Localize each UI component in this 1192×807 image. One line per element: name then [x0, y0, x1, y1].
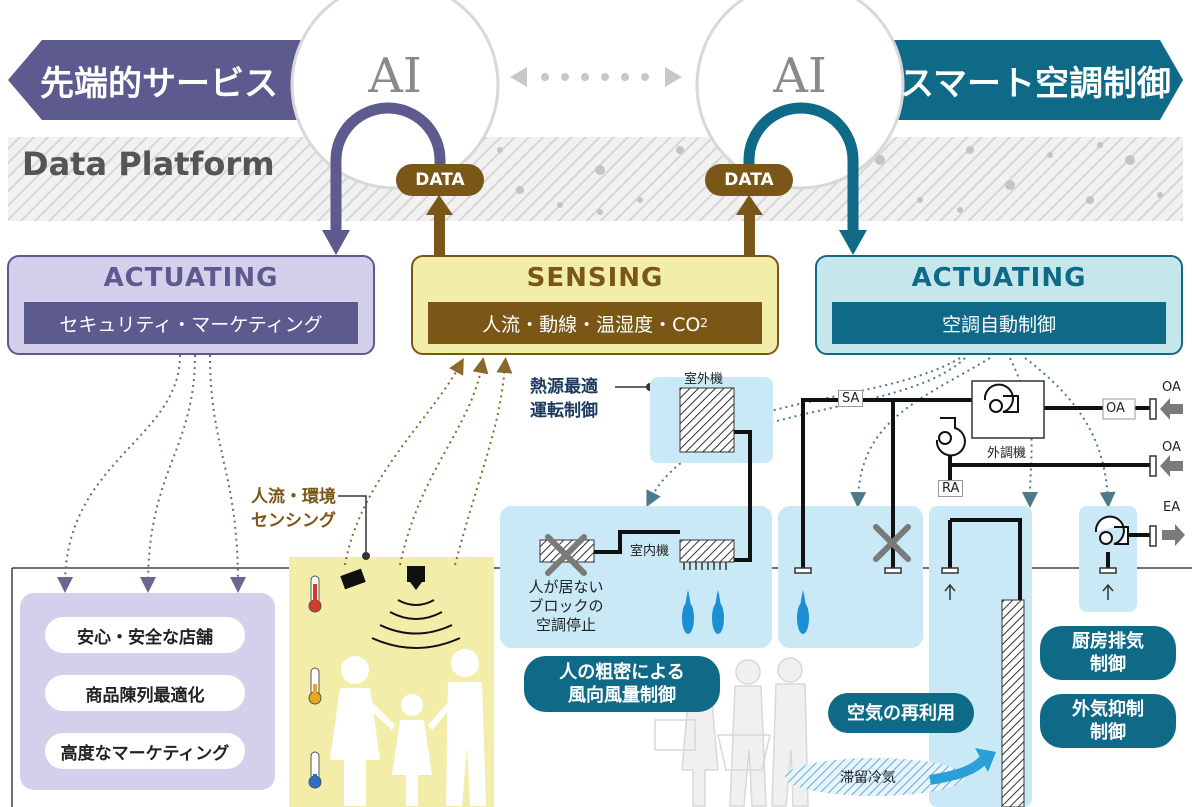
ea-label: EA	[1163, 500, 1181, 515]
ai-link-arrow	[510, 67, 682, 87]
sensing-subtitle-main: 人流・動線・温湿度・CO	[482, 313, 701, 336]
left-banner: 先端的サービス	[40, 40, 278, 120]
stop-text-line: ブロックの	[528, 597, 604, 615]
return-arrow-icon	[944, 583, 1114, 600]
airflow-control-label: 人の粗密による 風向風量制御	[524, 656, 720, 712]
family-silhouette	[330, 649, 486, 806]
teal-arc-arrow	[743, 102, 859, 232]
camera-icon	[340, 566, 425, 590]
stagnant-air-label: 滞留冷気	[840, 770, 896, 786]
fan-icon	[1094, 515, 1129, 545]
service-item: 高度なマーケティング	[45, 733, 245, 769]
ra-label: RA	[938, 480, 964, 497]
stop-x-icon	[545, 534, 587, 576]
service-item: 安心・安全な店舗	[45, 617, 245, 653]
data-platform-title: Data Platform	[22, 145, 275, 183]
right-banner-label: スマート空調制御	[900, 63, 1171, 104]
brown-up-arrow-right	[736, 195, 763, 215]
external-unit-label: 外調機	[987, 446, 1027, 461]
left-banner-label: 先端的サービス	[40, 63, 278, 104]
thermometer-icon	[308, 667, 322, 705]
heat-source-label: 熱源最適 運転制御	[530, 375, 598, 423]
airflow-control-line: 風向風量制御	[568, 685, 676, 706]
brown-up-arrow-left	[426, 195, 453, 215]
service-item: 商品陳列最適化	[45, 675, 245, 711]
sensing-title: SENSING	[526, 263, 664, 293]
stop-text-line: 空調停止	[535, 616, 596, 634]
oa-label-top: OA	[1162, 380, 1181, 395]
heat-source-line: 熱源最適	[530, 377, 598, 397]
left-banner-shape	[8, 40, 340, 120]
thermometer-icon	[308, 751, 322, 789]
sensing-label-line: センシング	[251, 511, 336, 531]
stop-text-line: 人が居ない	[528, 578, 604, 596]
kitchen-exhaust-line: 厨房排気	[1072, 631, 1144, 652]
heat-source-line: 運転制御	[530, 401, 598, 421]
reuse-air-label: 空気の再利用	[828, 693, 974, 733]
sensing-subtitle-sub: 2	[700, 316, 708, 330]
data-label-right: DATA	[705, 164, 793, 196]
kitchen-exhaust-line: 制御	[1090, 654, 1126, 675]
actuating-security-box: ACTUATING セキュリティ・マーケティング	[7, 255, 375, 355]
actuating-hvac-title: ACTUATING	[911, 263, 1087, 293]
actuating-title: ACTUATING	[103, 263, 279, 293]
right-banner: スマート空調制御	[900, 40, 1171, 120]
purple-arc-arrow	[330, 102, 446, 232]
outdoor-unit-label: 室外機	[684, 372, 724, 387]
outside-air-line: 外気抑制	[1072, 699, 1144, 720]
ai-label-left: AI	[368, 48, 422, 104]
sensing-label-line: 人流・環境	[251, 487, 336, 507]
thermometer-icon	[308, 575, 322, 613]
platform-dots	[497, 142, 1163, 215]
ai-label-right: AI	[773, 48, 827, 104]
data-label-left: DATA	[396, 164, 484, 196]
stop-x-icon	[873, 524, 911, 562]
airflow-drop-shape	[682, 602, 809, 634]
outside-air-label: 外気抑制 制御	[1040, 694, 1176, 748]
air-flow-arrow-icon	[1160, 398, 1185, 546]
oa-label-mid: OA	[1162, 440, 1181, 455]
right-banner-shape	[860, 40, 1183, 120]
actuating-subtitle: セキュリティ・マーケティング	[24, 302, 358, 344]
stagnant-air-cloud	[785, 758, 965, 796]
indoor-unit-label: 室内機	[630, 544, 670, 559]
oa-box-label: OA	[1106, 401, 1125, 416]
data-platform-band	[8, 137, 1183, 221]
sa-label: SA	[838, 390, 864, 407]
sensing-label: 人流・環境 センシング	[236, 485, 336, 533]
outside-air-line: 制御	[1090, 722, 1126, 743]
fan-icon	[983, 383, 1019, 413]
sensor-wave-icon	[371, 599, 461, 649]
kitchen-exhaust-label: 厨房排気 制御	[1040, 626, 1176, 680]
actuating-hvac-subtitle: 空調自動制御	[832, 302, 1166, 344]
actuating-hvac-box: ACTUATING 空調自動制御	[815, 255, 1183, 355]
stop-text: 人が居ない ブロックの 空調停止	[516, 578, 616, 635]
airflow-control-line: 人の粗密による	[559, 662, 685, 683]
fan-icon	[935, 417, 966, 457]
